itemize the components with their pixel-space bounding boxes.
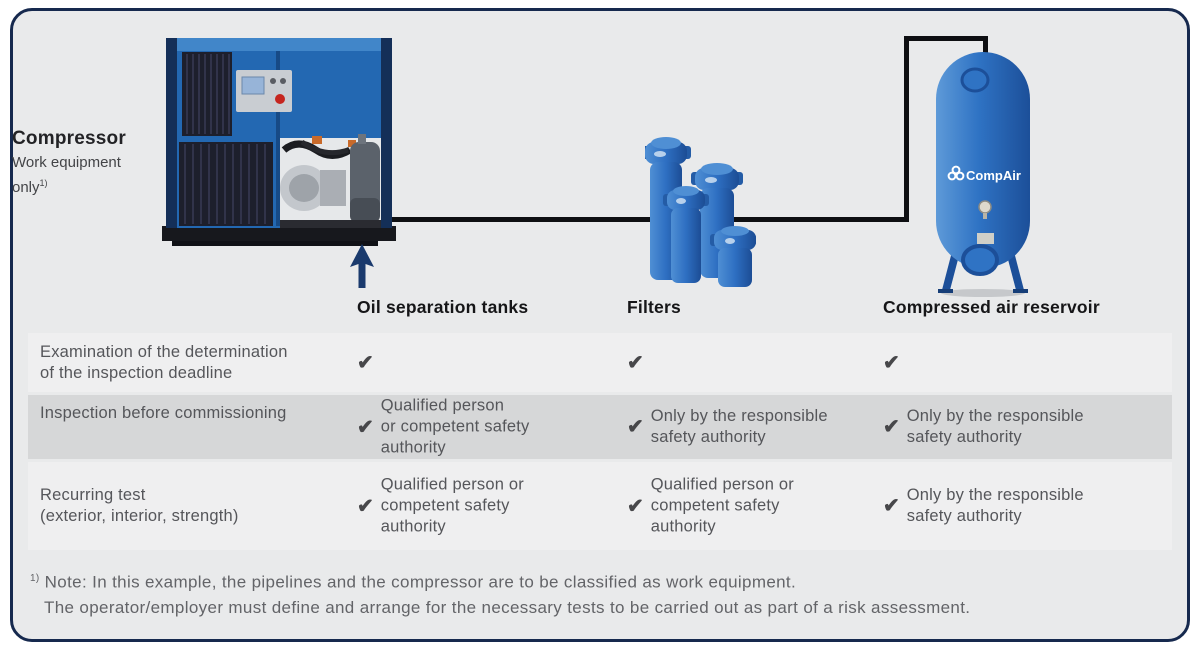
pressure-gauge — [978, 200, 992, 214]
oil-tank-arrow-icon — [350, 244, 374, 288]
cell-compressed-air-reservoir: ✔ Only by the responsible safety authori… — [883, 485, 1084, 527]
column-header-oil-separation-tanks: Oil separation tanks — [357, 297, 529, 317]
check-icon: ✔ — [883, 416, 900, 438]
cell-text: Qualified person or competent safety aut… — [380, 475, 524, 536]
footnote-ref: 1) — [30, 573, 40, 584]
check-icon: ✔ — [357, 416, 374, 438]
footnote-line1-text: Note: In this example, the pipelines and… — [44, 572, 797, 592]
check-icon: ✔ — [883, 495, 900, 517]
brand-trefoil-icon — [947, 165, 965, 181]
check-icon: ✔ — [883, 351, 900, 374]
reservoir-shadow — [941, 289, 1025, 297]
check-icon: ✔ — [357, 351, 374, 374]
filters-illustration — [645, 137, 756, 287]
cell-text: Only by the responsible safety authority — [650, 407, 828, 446]
table-row-recurring-test: Recurring test (exterior, interior, stre… — [28, 462, 1172, 550]
compressor-illustration — [162, 38, 396, 246]
footnote: 1) Note: In this example, the pipelines … — [30, 566, 1170, 620]
cell-text: Qualified person or competent safety aut… — [650, 475, 794, 536]
column-header-filters: Filters — [627, 297, 681, 317]
footnote-reference: 1) — [39, 178, 48, 188]
table-row-examination: Examination of the determination of the … — [28, 333, 1172, 392]
table-row-inspection-before-commissioning: Inspection before commissioning ✔ Qualif… — [28, 395, 1172, 459]
footnote-line2: The operator/employer must define and ar… — [44, 597, 971, 617]
reservoir-body — [936, 52, 1030, 268]
pipe-top-horizontal — [904, 36, 988, 41]
compressor-label: Compressor Work equipment only1) — [12, 128, 162, 198]
compressor-subtitle-line2: only — [12, 179, 40, 196]
cell-oil-separation-tanks: ✔ Qualified person or competent safety a… — [357, 475, 524, 538]
compressor-subtitle-line1: Work equipment — [12, 154, 121, 171]
cell-text: Only by the responsible safety authority — [906, 407, 1084, 446]
column-header-compressed-air-reservoir: Compressed air reservoir — [883, 297, 1100, 317]
compressor-title: Compressor — [12, 128, 126, 149]
row-label: Recurring test (exterior, interior, stre… — [40, 486, 239, 525]
pipe-tank-drop — [983, 36, 988, 64]
cell-filters: ✔ Only by the responsible safety authori… — [627, 406, 828, 448]
cell-filters: ✔ Qualified person or competent safety a… — [627, 475, 794, 538]
pipe-main-horizontal — [390, 217, 908, 222]
cell-text: Only by the responsible safety authority — [906, 486, 1084, 525]
check-icon: ✔ — [627, 495, 644, 517]
cell-text: Qualified person or competent safety aut… — [380, 396, 530, 457]
filter-canister — [710, 226, 756, 287]
name-plate — [977, 233, 994, 244]
row-label: Examination of the determination of the … — [40, 342, 288, 382]
compressor-subtitle: Work equipment only1) — [12, 153, 162, 198]
cell-compressed-air-reservoir: ✔ — [883, 353, 907, 373]
cell-oil-separation-tanks: ✔ — [357, 353, 381, 373]
filter-canister — [663, 186, 709, 283]
row-label: Inspection before commissioning — [40, 404, 287, 422]
cell-filters: ✔ — [627, 353, 651, 373]
manhole — [961, 244, 999, 276]
cell-oil-separation-tanks: ✔ Qualified person or competent safety a… — [357, 396, 529, 459]
check-icon: ✔ — [627, 351, 644, 374]
pipe-riser-vertical — [904, 36, 909, 222]
inspection-port — [960, 67, 990, 93]
reservoir-illustration: CompAir — [936, 52, 1030, 297]
reservoir-brand-text: CompAir — [966, 168, 1021, 183]
check-icon: ✔ — [357, 495, 374, 517]
check-icon: ✔ — [627, 416, 644, 438]
footnote-line1: 1) Note: In this example, the pipelines … — [30, 566, 1170, 595]
cell-compressed-air-reservoir: ✔ Only by the responsible safety authori… — [883, 406, 1084, 448]
